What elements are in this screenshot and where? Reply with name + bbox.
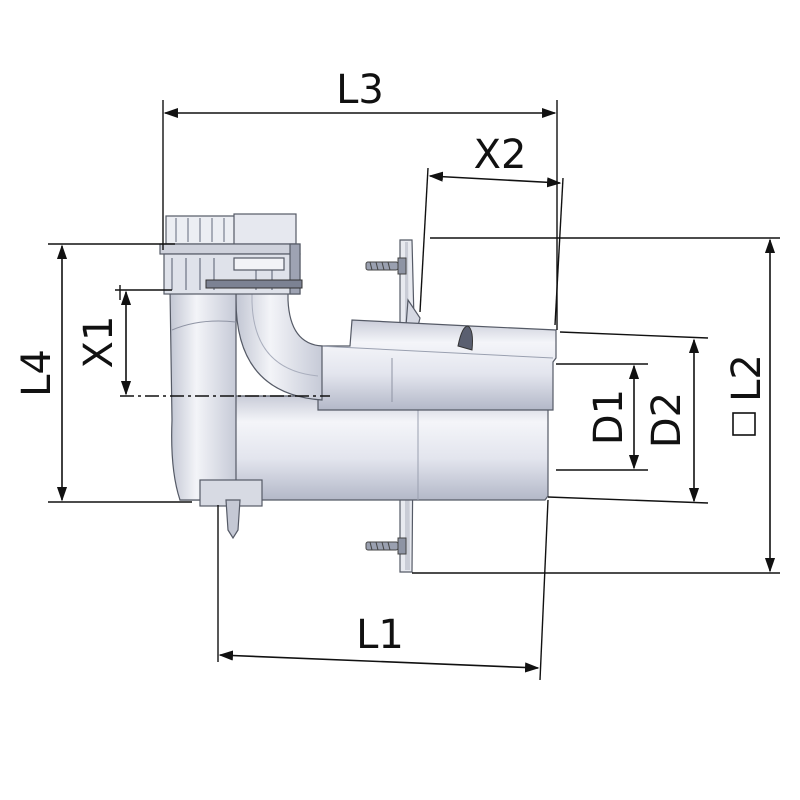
- drain-spigot: [199, 479, 263, 540]
- dimension-l3: L3: [162, 67, 558, 330]
- screw-top: [365, 257, 407, 275]
- dimension-d1: D1: [556, 363, 648, 471]
- dimension-l2: L2: [412, 237, 780, 574]
- label-x1: X1: [76, 316, 122, 369]
- inner-pipe: [317, 319, 557, 411]
- dimension-d2: D2: [547, 331, 709, 504]
- label-l4: L4: [14, 349, 60, 397]
- vertical-body: [169, 289, 237, 501]
- label-l2: L2: [724, 354, 770, 402]
- connector-head: [159, 213, 303, 295]
- dimension-x2: X2: [419, 132, 564, 326]
- terminal-assembly: [159, 213, 557, 573]
- label-x2: X2: [474, 132, 527, 178]
- label-l1: L1: [356, 612, 404, 658]
- dimension-l1: L1: [217, 499, 549, 681]
- screw-bottom: [365, 537, 407, 555]
- label-l3: L3: [336, 67, 384, 113]
- dimension-l4: L4: [14, 243, 192, 503]
- label-d2: D2: [644, 392, 690, 448]
- label-d1: D1: [586, 389, 632, 445]
- elbow: [235, 261, 323, 401]
- dimension-x1: X1: [76, 285, 172, 396]
- square-symbol-icon: [732, 412, 756, 436]
